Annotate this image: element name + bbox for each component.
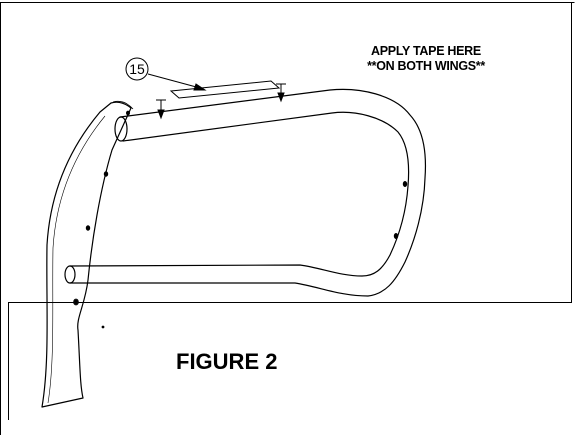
callout-number: 15 [129,61,145,77]
wing-plate [41,100,134,408]
tape-note-line2: **ON BOTH WINGS** [367,59,485,73]
wing-tube-frame [64,88,427,297]
tape-strip [169,80,281,99]
callout-balloon [125,57,207,91]
tape-note-line1: APPLY TAPE HERE [371,44,481,58]
tape-placement-arrows [156,83,286,120]
figure-caption: FIGURE 2 [176,349,278,374]
